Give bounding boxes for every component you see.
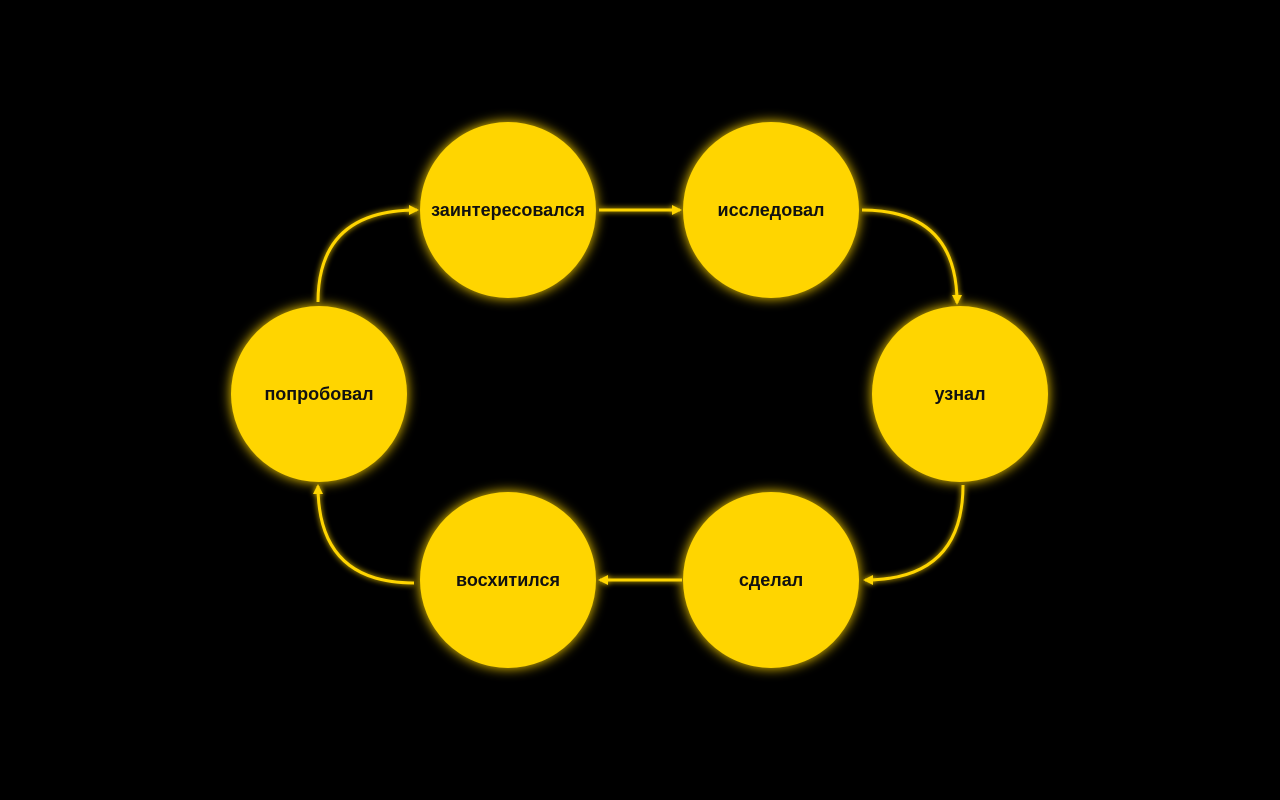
node-label-delighted: восхитился: [456, 570, 560, 590]
edge-researched-to-learned: [861, 208, 962, 305]
node-label-learned: узнал: [934, 384, 985, 404]
node-interested: заинтересовался: [420, 122, 596, 298]
edge-delighted-to-tried: [313, 484, 415, 585]
node-label-tried: попробовал: [264, 384, 373, 404]
node-label-made: сделал: [739, 570, 803, 590]
node-researched: исследовал: [683, 122, 859, 298]
node-label-interested: заинтересовался: [431, 200, 585, 220]
node-tried: попробовал: [231, 306, 407, 482]
node-delighted: восхитился: [420, 492, 596, 668]
node-made: сделал: [683, 492, 859, 668]
edge-tried-to-interested: [316, 205, 419, 303]
nodes: заинтересовался исследовал узнал сделал …: [231, 122, 1048, 668]
edges: [313, 205, 965, 585]
edge-learned-to-made: [863, 484, 965, 585]
node-label-researched: исследовал: [718, 200, 825, 220]
node-learned: узнал: [872, 306, 1048, 482]
